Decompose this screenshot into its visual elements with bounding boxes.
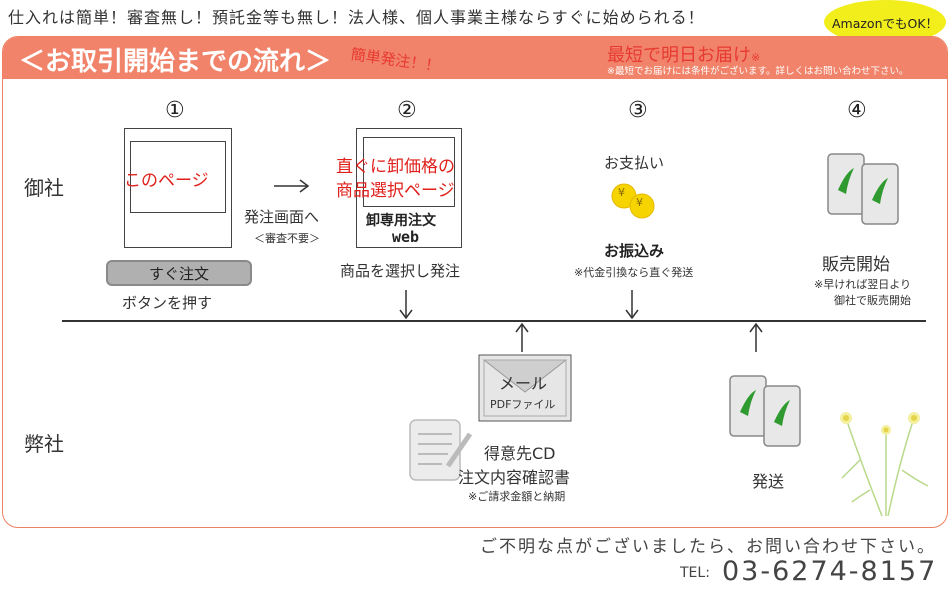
step-1-page-frame (124, 128, 232, 248)
email-caption-1: 得意先CD (484, 444, 556, 463)
step-2-caption: 商品を選択し発注 (340, 262, 461, 280)
down-arrow-icon (399, 290, 413, 320)
step-2-device-frame (356, 128, 462, 248)
tel-label: TEL: (680, 565, 710, 581)
cod-note: ※代金引換なら直ぐ発送 (574, 266, 694, 279)
top-note: 仕入れは簡単！審査無し！預託金等も無し！法人様、個人事業主様ならすぐに始められる… (8, 8, 705, 27)
email-note: ※ご請求金額と納期 (468, 490, 566, 503)
payment-title: お支払い (604, 154, 665, 172)
step-2-device-screen (363, 137, 455, 207)
envelope-icon (478, 354, 572, 422)
condition-note: ※最短でお届けには条件がございます。詳しくはお問い合わせ下さい。 (607, 66, 909, 77)
banner: ＜お取引開始までの流れ＞ 簡単発注！！ 最短で明日お届け※ ※最短でお届けには条… (3, 37, 947, 79)
step-3-number: ③ (628, 98, 648, 123)
coins-icon (611, 183, 655, 219)
chamomile-icon (840, 412, 929, 517)
row-label-our-company: 御社 (24, 176, 64, 200)
step-1-caption: ボタンを押す (122, 294, 213, 312)
shipping-label: 発送 (752, 472, 785, 491)
coin-symbol-2: ¥ (636, 196, 643, 209)
to-order-screen-label: 発注画面へ (244, 208, 320, 226)
email-caption-2: 注文内容確認書 (458, 468, 571, 487)
coin-symbol-1: ¥ (618, 186, 625, 199)
step-4-number: ④ (847, 98, 867, 123)
document-pen-icon (409, 419, 473, 481)
wholesale-page-label-2: 商品選択ページ (336, 181, 455, 201)
bank-transfer-label: お振込み (604, 242, 665, 260)
flow-frame: ＜お取引開始までの流れ＞ 簡単発注！！ 最短で明日お届け※ ※最短でお届けには条… (2, 36, 948, 528)
inquiry-text: ご不明な点がございましたら、お問い合わせ下さい。 (480, 537, 936, 557)
shipping-packs-icon (729, 375, 801, 447)
sales-start-note-1: ※早ければ翌日より (814, 278, 911, 291)
easy-order-note: 簡単発注！！ (349, 45, 442, 76)
wholesale-page-label-1: 直ぐに卸価格の (336, 157, 455, 177)
email-sub: PDFファイル (490, 398, 556, 411)
this-page-label: このページ (124, 171, 209, 191)
step-1-number: ① (165, 98, 185, 123)
product-packs-icon (827, 153, 899, 225)
step-1-page-screen (130, 141, 226, 213)
email-title: メール (499, 374, 548, 393)
no-screening-note: ＜審査不要＞ (254, 232, 320, 245)
step-4-caption: 販売開始 (822, 255, 890, 275)
tel-number[interactable]: 03-6274-8157 (722, 556, 938, 587)
device-label-1: 卸専用注文 (366, 213, 436, 229)
sales-start-note-2: 御社で販売開始 (834, 294, 911, 307)
down-arrow-icon (625, 290, 639, 320)
quick-order-button[interactable]: すぐ注文 (106, 260, 252, 286)
step-2-number: ② (397, 98, 417, 123)
right-arrow-icon (274, 179, 310, 193)
device-label-2: web (392, 228, 420, 246)
banner-title: ＜お取引開始までの流れ＞ (19, 47, 332, 77)
divider-line (62, 320, 926, 322)
row-label-your-company: 弊社 (24, 432, 64, 456)
fastest-delivery: 最短で明日お届け※ (607, 45, 761, 66)
up-arrow-icon (515, 322, 529, 352)
up-arrow-icon (749, 322, 763, 352)
